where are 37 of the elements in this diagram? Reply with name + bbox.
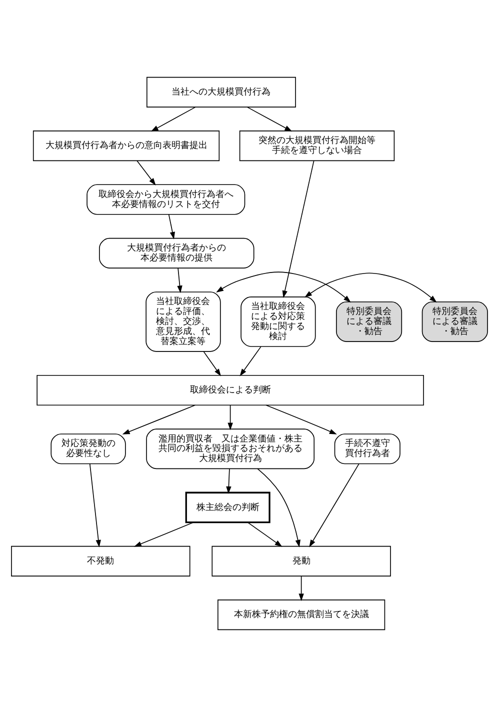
arrow — [298, 575, 304, 601]
node-box: 手続不遵守買付行為者 — [334, 433, 400, 464]
node-box: 取締役会から大規模買付行為者へ本必要情報のリストを交付 — [86, 184, 246, 214]
node-box: 発動 — [212, 545, 391, 576]
arrow — [203, 350, 222, 376]
node-box: 濫用的買収者 又は企業価値・株主共同の利益を毀損するおそれがある大規模買付行為 — [146, 428, 315, 469]
arrow — [89, 463, 101, 547]
node-box: 当社取締役会による対応策発動に関する検討 — [240, 296, 316, 346]
node-box: 当社への大規模買付行為 — [146, 76, 296, 107]
arrow — [136, 160, 156, 185]
node-box: 当社取締役会による評価、検討、交渉、意見形成、代替案立案等 — [146, 291, 221, 352]
arrow — [282, 160, 314, 298]
arrow — [226, 468, 232, 494]
arrow — [150, 106, 196, 132]
arrow — [177, 267, 182, 293]
arrow — [240, 346, 262, 376]
arrow — [134, 521, 194, 546]
node-box: 株主総会の判断 — [185, 491, 270, 523]
node-box: 本新株予約権の無償割当てを決議 — [218, 599, 386, 630]
arrow — [257, 468, 300, 547]
node-box: 大規模買付行為者からの本必要情報の提供 — [99, 237, 254, 268]
arrow — [122, 404, 196, 434]
node-box: 特別委員会による審議・勧告 — [336, 300, 402, 342]
arrow — [228, 404, 233, 430]
arrow — [266, 404, 337, 434]
node-box: 対応策発動の必要性なし — [50, 433, 126, 464]
node-box: 突然の大規模買付行為開始等手続を遵守しない場合 — [239, 130, 395, 161]
node-box: 特別委員会による審議・勧告 — [422, 300, 488, 342]
arrow — [216, 271, 351, 302]
arrow — [309, 463, 360, 547]
arrow — [304, 272, 437, 302]
node-box: 取締役会による判断 — [36, 374, 424, 406]
node-box: 大規模買付行為者からの意向表明書提出 — [32, 130, 220, 161]
node-box: 不発動 — [11, 545, 190, 576]
arrow — [246, 106, 292, 132]
arrow — [248, 522, 282, 546]
arrow — [168, 214, 175, 239]
